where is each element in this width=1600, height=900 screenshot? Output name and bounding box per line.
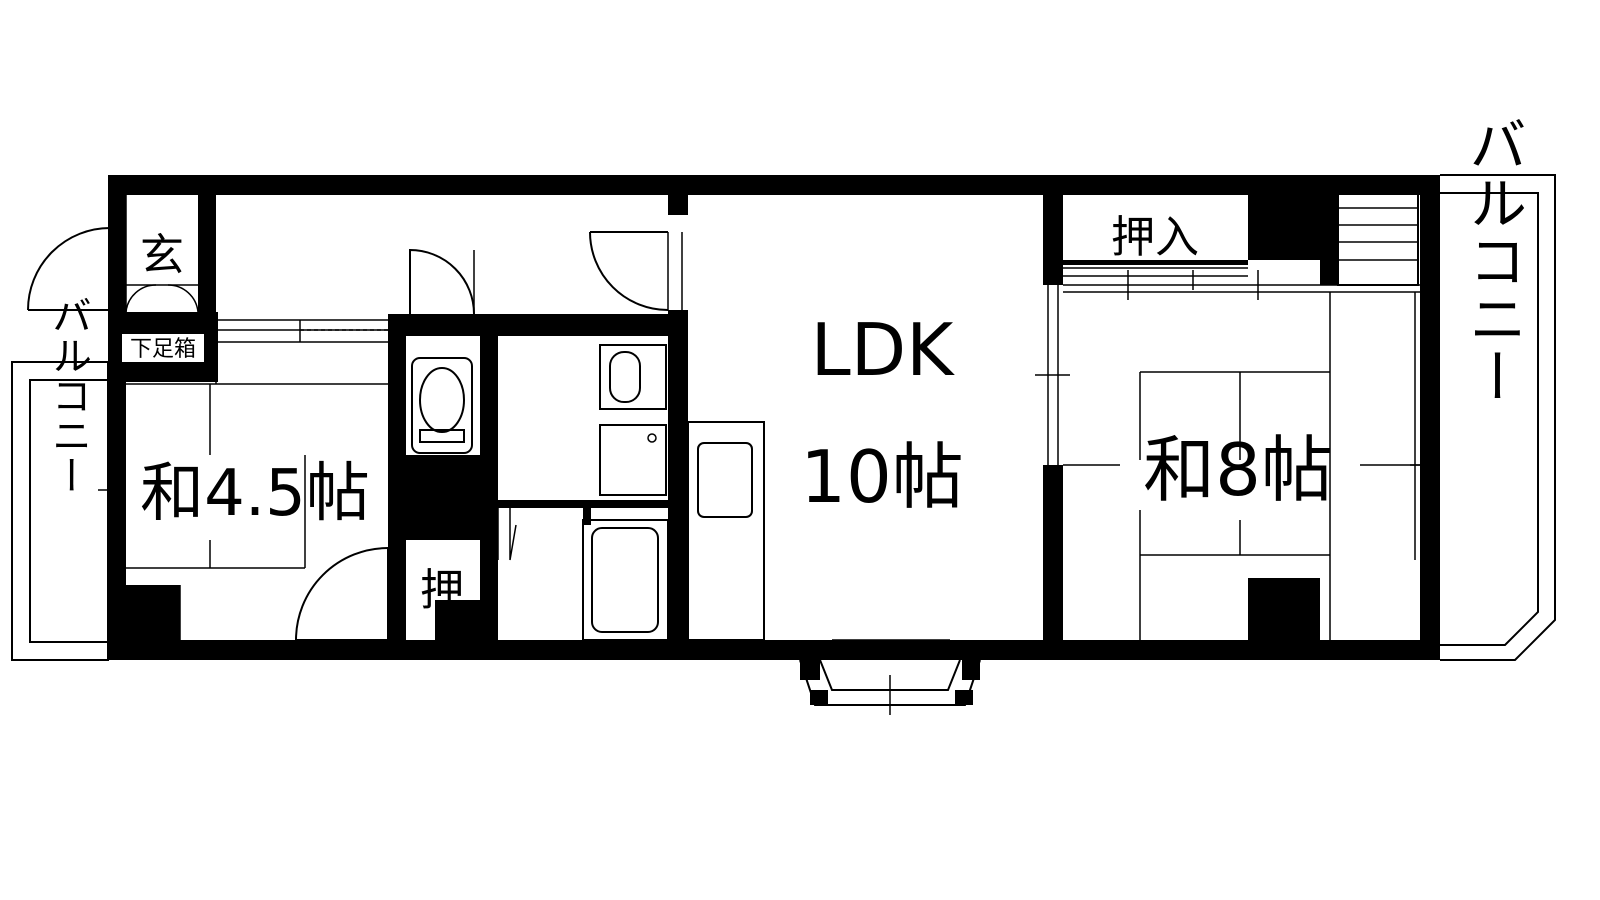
balcony-right <box>1440 174 1556 661</box>
closet-shelves <box>1337 192 1419 286</box>
entrance-door <box>27 227 111 311</box>
entrance-inner <box>125 195 199 313</box>
washitsu-large-label: 和8帖 <box>1143 428 1333 512</box>
kitchen-counter <box>687 421 765 641</box>
washitsu-small-tatami <box>126 319 388 640</box>
balcony-right-label: バルコニー <box>1459 115 1527 405</box>
interior-walls <box>108 175 1338 660</box>
ldk-door <box>589 231 683 311</box>
washitsu-small-label: 和4.5帖 <box>140 457 370 531</box>
ldk-name-label: LDK <box>811 308 956 392</box>
shoe-box-label: 下足箱 <box>130 337 196 362</box>
closet-large-label: 押入 <box>1111 212 1199 263</box>
washitsu-large-tatami <box>1035 267 1440 640</box>
balcony-left <box>11 361 126 661</box>
balcony-left-label: バルコニー <box>45 295 91 495</box>
washitsu-small-door <box>295 547 389 641</box>
entrance-label: 玄 <box>140 230 184 281</box>
closet-small-label: 押 <box>420 565 464 616</box>
bathtub <box>582 519 669 641</box>
bay-window <box>799 639 981 715</box>
ldk-size-label: 10帖 <box>800 435 964 519</box>
washroom <box>497 321 667 561</box>
toilet <box>409 248 475 454</box>
